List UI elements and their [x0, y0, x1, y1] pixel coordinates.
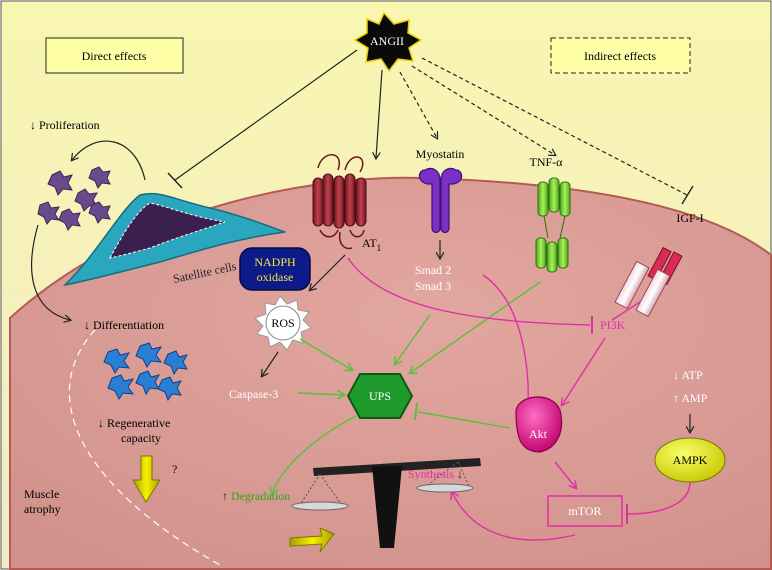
differentiation-label: ↓ Differentiation	[84, 318, 164, 332]
green-activation-arrows	[272, 281, 541, 494]
mtor-box	[547, 495, 623, 527]
arrow-to-tnf	[411, 65, 555, 155]
arrow-to-proliferation	[72, 140, 146, 181]
pi3k-label: PI3K	[600, 318, 626, 332]
muscle-atrophy-label-2: atrophy	[24, 502, 61, 516]
balance-scale	[291, 458, 481, 548]
inhibit-satellite-line	[174, 49, 358, 181]
ups-hexagon	[346, 373, 414, 419]
igf-label: IGF-I	[676, 211, 703, 225]
angii-star	[353, 11, 423, 73]
regenerative-label-1: ↓ Regenerative	[98, 416, 170, 430]
proliferating-cells	[37, 166, 111, 231]
arrow-at1-ros	[310, 254, 346, 290]
indirect-effects-box	[550, 37, 691, 74]
amp-label: ↑ AMP	[673, 391, 708, 405]
direct-effects-label: Direct effects	[82, 49, 147, 63]
regenerative-down-arrow	[132, 455, 161, 503]
tnf-label: TNF-α	[530, 155, 564, 169]
caspase-label: Caspase-3	[229, 387, 278, 401]
direct-effects-box	[45, 37, 184, 74]
ampk-inhibit-mtor-line	[627, 481, 691, 515]
ampk-label: AMPK	[673, 453, 708, 467]
nadph-oxidase	[239, 247, 311, 291]
muscle-atrophy-label-1: Muscle	[24, 487, 59, 501]
akt-inhibit-ups-bar	[414, 402, 418, 421]
smad3-label: Smad 3	[415, 279, 451, 293]
ros-core	[265, 305, 301, 341]
question-mark: ?	[172, 462, 177, 476]
smad2-label: Smad 2	[415, 263, 451, 277]
synthesis-label: Synthesis↓	[408, 467, 463, 481]
cell-dashed-boundary	[68, 329, 221, 566]
igf-receptor	[614, 246, 683, 318]
proliferation-label: ↓ Proliferation	[30, 118, 100, 132]
satellite-cell	[62, 192, 286, 287]
mtor-label: mTOR	[568, 504, 601, 518]
nadph-label-1: NADPH	[254, 255, 296, 269]
myostatin-label: Myostatin	[416, 147, 465, 161]
akt-inhibit-ups-line	[417, 411, 511, 429]
at1-label: AT1	[362, 236, 381, 253]
inhibit-igf-bar	[681, 185, 694, 205]
myostatin-receptor	[418, 167, 463, 234]
akt-label: Akt	[529, 427, 548, 441]
atp-label: ↓ ATP	[673, 368, 703, 382]
at1-receptor	[312, 154, 367, 250]
ros-label: ROS	[271, 316, 294, 330]
indirect-effects-label: Indirect effects	[584, 49, 656, 63]
arrow-to-differentiation	[31, 224, 70, 320]
satellite-nucleus	[109, 202, 226, 259]
differentiating-cells	[103, 342, 189, 402]
regenerative-label-2: capacity	[121, 431, 161, 445]
tnf-receptor	[535, 177, 571, 273]
degradation-label: ↑Degradation	[222, 489, 290, 503]
angii-label: ANGII	[370, 34, 404, 48]
arrow-to-at1	[376, 69, 383, 158]
inhibit-igf-line	[421, 57, 688, 196]
akt-node	[515, 396, 563, 453]
arrow-ros-caspase	[262, 351, 279, 376]
ups-label: UPS	[369, 389, 391, 403]
atrophy-left-arrow	[289, 527, 335, 553]
arrow-to-myostatin	[399, 71, 437, 138]
inhibit-satellite-bar	[167, 172, 183, 189]
magenta-pathways	[347, 257, 641, 541]
nadph-label-2: oxidase	[257, 270, 294, 284]
